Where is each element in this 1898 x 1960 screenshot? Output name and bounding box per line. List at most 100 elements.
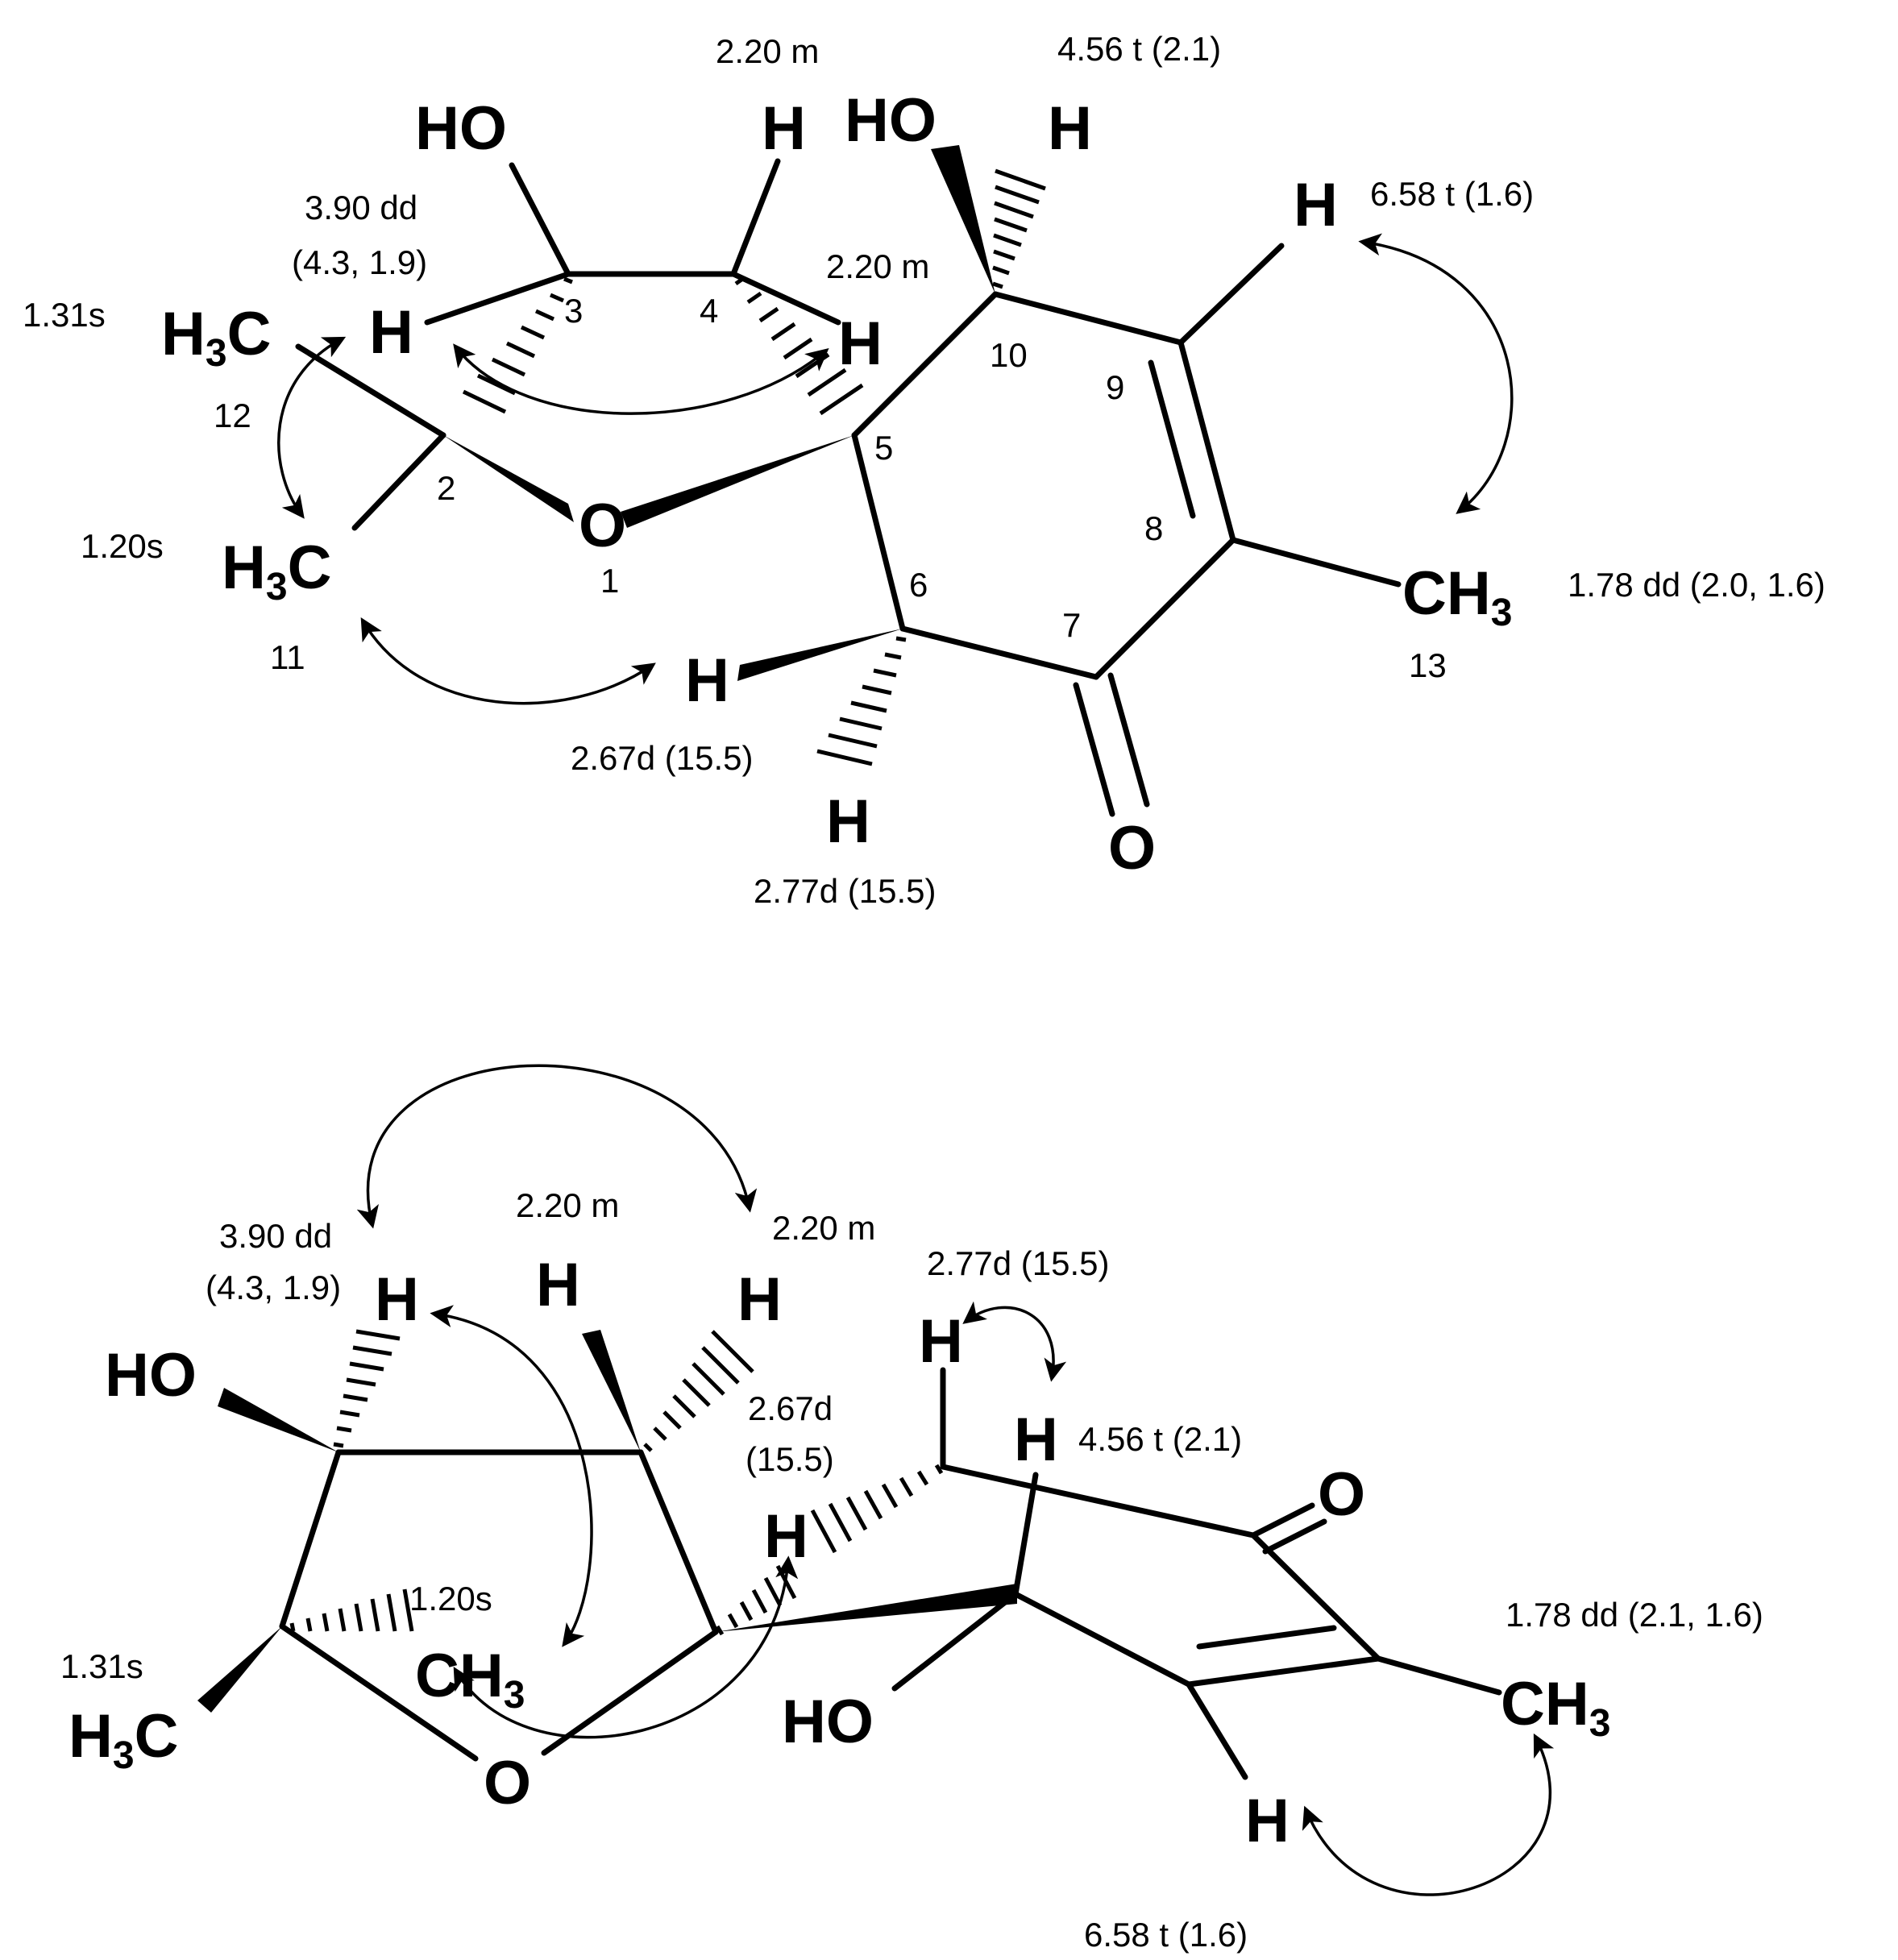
noe-arrow-b-me-h6a xyxy=(453,1555,799,1739)
bond-c7-c8 xyxy=(1093,537,1236,680)
hash-b-c3-h xyxy=(333,1329,401,1448)
atom-bottom-o7: O xyxy=(1318,1460,1365,1529)
shift-bottom-h6a-b: (15.5) xyxy=(745,1440,834,1478)
atom-top-ch3-11: H3C xyxy=(222,534,331,608)
shift-bottom-me12: 1.31s xyxy=(60,1647,143,1685)
num-8: 8 xyxy=(1144,509,1163,547)
bond-b-c8-c9 xyxy=(1186,1655,1381,1688)
shift-top-h3-a: 3.90 dd xyxy=(305,189,417,226)
shift-top-h6b: 2.77d (15.5) xyxy=(754,872,937,910)
bond-c7-o-double xyxy=(1107,672,1150,808)
bond-c5-c10 xyxy=(851,291,999,438)
bond-c7-o xyxy=(1073,682,1115,817)
atom-bottom-h9: H xyxy=(1245,1787,1290,1855)
bond-b-o1-c5 xyxy=(541,1629,719,1756)
num-7: 7 xyxy=(1062,606,1081,644)
num-6: 6 xyxy=(909,566,928,604)
wedge-c10-oh xyxy=(931,145,995,294)
shift-top-me11: 1.20s xyxy=(81,527,164,565)
noe-arrow-me11-h6 xyxy=(360,617,656,705)
bond-c5-c6 xyxy=(851,432,906,632)
bond-b-c4-c5 xyxy=(638,1449,719,1635)
bond-b-c8-c13 xyxy=(1375,1655,1502,1696)
atom-top-ch3-13: CH3 xyxy=(1402,559,1512,634)
bond-c4-h xyxy=(730,158,781,277)
shift-bottom-h10: 4.56 t (2.1) xyxy=(1078,1420,1242,1458)
shift-top-me13: 1.78 dd (2.0, 1.6) xyxy=(1568,566,1825,604)
shift-bottom-h4b: 2.20 m xyxy=(772,1209,875,1247)
noe-arrow-h3-h5 xyxy=(453,343,829,415)
atom-bottom-ch3-11: CH3 xyxy=(415,1642,525,1717)
wedge-b-c3-oh xyxy=(218,1388,338,1452)
hash-b-c4-h xyxy=(643,1330,754,1452)
bottom-structure: H H H HO H H O H CH3 H3C O HO CH3 H 3.90… xyxy=(60,1064,1763,1954)
num-2: 2 xyxy=(437,469,455,507)
atom-top-h6a: H xyxy=(685,646,729,715)
hash-c6-h xyxy=(816,636,907,766)
shift-bottom-h9: 6.58 t (1.6) xyxy=(1084,1916,1248,1954)
noe-arrow-h9-me13 xyxy=(1358,233,1514,514)
wedge-b-c2-me xyxy=(197,1626,282,1713)
num-9: 9 xyxy=(1106,368,1124,406)
bond-c6-c7 xyxy=(899,625,1099,680)
num-5: 5 xyxy=(874,429,893,467)
shift-bottom-h6b: 2.77d (15.5) xyxy=(927,1244,1110,1282)
shift-top-h4: 2.20 m xyxy=(716,32,819,70)
bond-b-c10-h xyxy=(1012,1472,1039,1597)
atom-top-ch3-12: H3C xyxy=(161,300,271,375)
num-4: 4 xyxy=(700,292,718,330)
wedge-c6-h xyxy=(737,629,903,681)
atom-top-h9: H xyxy=(1294,171,1338,239)
bond-c3-h xyxy=(424,271,571,326)
bond-c9-h xyxy=(1177,243,1285,346)
bond-b-c9-c10 xyxy=(1012,1591,1192,1688)
atom-bottom-h6a: H xyxy=(764,1502,808,1571)
shift-top-me12: 1.31s xyxy=(23,296,106,334)
wedge-c5-o1 xyxy=(621,435,854,528)
bond-c4-h5 xyxy=(730,271,841,326)
wedge-b-c4-h xyxy=(582,1330,641,1452)
bond-c8-c13 xyxy=(1230,537,1402,588)
atom-top-h10: H xyxy=(1048,94,1092,163)
shift-top-h6a: 2.67d (15.5) xyxy=(571,739,754,777)
atom-top-o1: O xyxy=(579,492,626,560)
wedge-c2-o1 xyxy=(443,435,574,522)
bond-b-c2-o1 xyxy=(279,1623,479,1762)
bond-b-c9-h xyxy=(1186,1681,1248,1780)
num-11: 11 xyxy=(270,638,305,676)
atom-top-o7: O xyxy=(1108,814,1156,882)
noe-arrow-b-h9-me13 xyxy=(1302,1733,1555,1896)
bond-b-c7-o-double xyxy=(1262,1518,1327,1555)
num-12: 12 xyxy=(214,397,251,434)
bond-c2-c11 xyxy=(351,432,446,531)
atom-bottom-ho3: HO xyxy=(105,1341,197,1410)
bond-c8-c9-double xyxy=(1148,359,1196,519)
top-structure: HO H HO H H H H H3C H3C O H H O CH3 1 2 … xyxy=(23,30,1825,910)
shift-top-h5: 2.20 m xyxy=(826,247,929,285)
bond-b-c6-c7 xyxy=(940,1464,1256,1539)
atom-bottom-h6b: H xyxy=(919,1307,963,1376)
atom-top-h4: H xyxy=(762,94,806,163)
shift-bottom-h3-a: 3.90 dd xyxy=(219,1217,332,1255)
hash-b-c2-me xyxy=(289,1588,414,1632)
atom-bottom-h4a: H xyxy=(536,1251,580,1319)
num-13: 13 xyxy=(1409,646,1447,684)
shift-top-h9: 6.58 t (1.6) xyxy=(1370,175,1534,213)
atom-bottom-ho10: HO xyxy=(782,1688,874,1756)
atom-bottom-h10: H xyxy=(1014,1406,1058,1474)
bond-b-c8-c9-double xyxy=(1196,1625,1337,1650)
bond-b-c7-o xyxy=(1250,1502,1315,1539)
bond-c3-oh xyxy=(509,162,571,277)
bond-b-c10-ho xyxy=(891,1591,1019,1692)
atom-bottom-ch3-13: CH3 xyxy=(1501,1670,1610,1745)
atom-top-ho3: HO xyxy=(415,94,507,163)
shift-top-h3-b: (4.3, 1.9) xyxy=(292,243,427,281)
bond-b-c7-c8 xyxy=(1250,1532,1381,1662)
atom-top-h6b: H xyxy=(826,787,870,856)
num-10: 10 xyxy=(990,336,1028,374)
bond-c8-c9 xyxy=(1177,339,1236,543)
atom-bottom-h4b: H xyxy=(737,1265,782,1334)
shift-bottom-me11: 1.20s xyxy=(409,1580,492,1617)
bond-b-c3-c2 xyxy=(279,1449,342,1630)
atom-bottom-h3: H xyxy=(375,1265,419,1334)
